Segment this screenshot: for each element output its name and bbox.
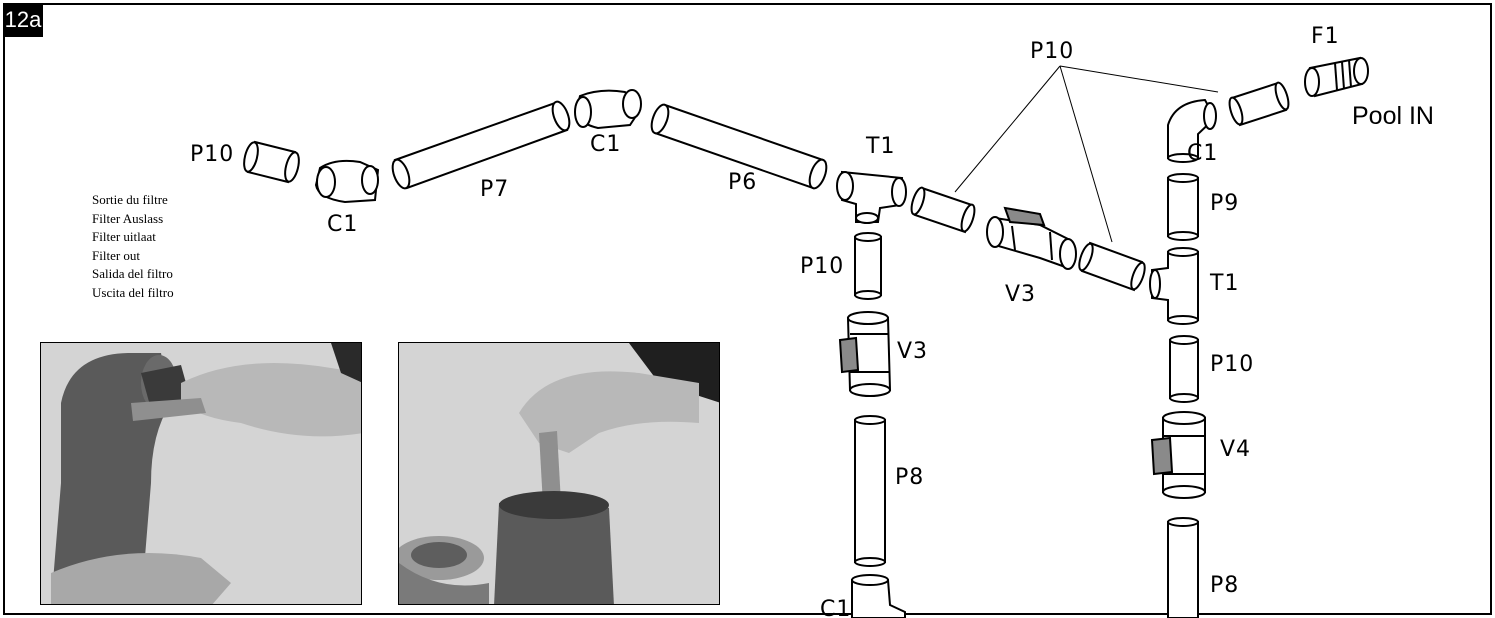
photo-gluing-elbow-illustration xyxy=(41,343,361,604)
pipe-p10-vertical-left xyxy=(854,232,882,300)
photo-gluing-elbow xyxy=(40,342,362,605)
filter-out-caption: Sortie du filtre Filter Auslass Filter u… xyxy=(92,191,174,303)
label-p10-below-t1: P10 xyxy=(800,254,845,279)
label-c1-right: C1 xyxy=(1187,141,1219,166)
pipe-p10-top-right xyxy=(1228,81,1290,127)
label-p8-right: P8 xyxy=(1210,573,1240,598)
label-v4: V4 xyxy=(1220,437,1252,462)
valve-v3-vertical xyxy=(838,311,892,397)
label-t1-left: T1 xyxy=(866,134,896,159)
label-p7: P7 xyxy=(480,177,510,202)
pipe-p10-left xyxy=(243,140,300,184)
pipe-p8-vertical-left xyxy=(854,415,886,567)
photo-gluing-pipe xyxy=(398,342,720,605)
label-p10-left: P10 xyxy=(190,142,235,167)
figure-frame xyxy=(3,3,1492,615)
label-c1-top: C1 xyxy=(590,132,622,157)
caption-line: Filter out xyxy=(92,247,141,263)
caption-line: Uscita del filtro xyxy=(92,284,174,300)
caption-line: Filter uitlaat xyxy=(92,229,156,245)
p10-callout-lines xyxy=(954,65,1219,243)
label-t1-right: T1 xyxy=(1210,271,1240,296)
elbow-c1-right xyxy=(1167,98,1217,163)
pipe-p8-vertical-right xyxy=(1167,517,1199,618)
pipe-p6 xyxy=(650,103,828,190)
photo-gluing-pipe-illustration xyxy=(399,343,719,604)
elbow-c1-top xyxy=(574,89,642,130)
valve-v3-horizontal xyxy=(986,206,1077,270)
pipe-p9 xyxy=(1167,173,1199,241)
caption-line: Filter Auslass xyxy=(92,210,164,226)
fitting-f1 xyxy=(1304,56,1369,98)
label-p8-left: P8 xyxy=(895,465,925,490)
pipe-p10-vertical-right xyxy=(1169,335,1199,403)
pipe-p7 xyxy=(391,100,571,190)
label-p10-right: P10 xyxy=(1210,352,1255,377)
pipe-p10-center-right xyxy=(1078,241,1146,292)
tee-t1-left xyxy=(836,170,907,224)
elbow-c1-bottom xyxy=(851,574,906,618)
label-v3-vertical: V3 xyxy=(897,339,929,364)
caption-line: Sortie du filtre xyxy=(92,192,168,207)
label-pool-in: Pool IN xyxy=(1352,102,1434,130)
valve-v4 xyxy=(1150,411,1206,499)
caption-line: Salida del filtro xyxy=(92,266,173,282)
pipe-p10-center xyxy=(910,186,976,234)
label-f1: F1 xyxy=(1311,24,1340,49)
label-p9: P9 xyxy=(1210,191,1240,216)
label-p10-callout: P10 xyxy=(1030,39,1075,64)
label-v3-horizontal: V3 xyxy=(1005,282,1037,307)
label-c1-bottom: C1 xyxy=(820,597,852,618)
label-c1-left: C1 xyxy=(327,212,359,237)
elbow-c1-left xyxy=(314,159,380,204)
tee-t1-right xyxy=(1149,247,1199,325)
label-p6: P6 xyxy=(728,170,758,195)
figure-number-badge: 12a xyxy=(3,3,43,37)
